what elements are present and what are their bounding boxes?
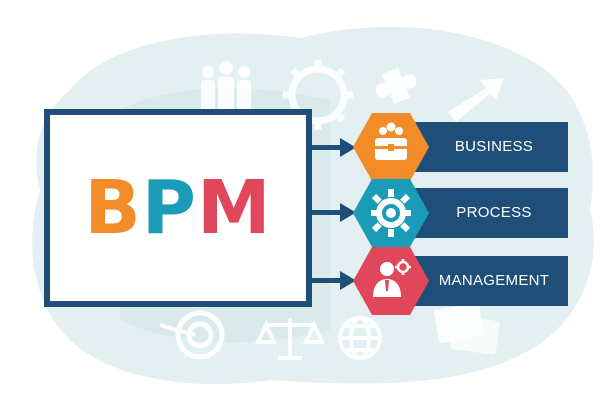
manager-icon	[373, 259, 411, 297]
acronym-box: BPM	[44, 109, 312, 307]
briefcase-icon	[375, 122, 407, 160]
hexagon-business	[353, 113, 429, 181]
gear-icon	[371, 189, 411, 237]
hexagon-management	[353, 247, 429, 315]
row-label-process: PROCESS	[456, 204, 532, 221]
row-label-business: BUSINESS	[454, 138, 534, 155]
hexagon-process	[353, 179, 429, 247]
globe-icon	[338, 316, 382, 360]
row-label-management: MANAGEMENT	[438, 272, 550, 289]
documents-icon	[433, 302, 500, 355]
acronym-letter-m: M	[197, 165, 272, 251]
acronym-letter-p: P	[141, 165, 197, 251]
scales-icon	[254, 318, 326, 360]
puzzle-icon	[375, 68, 417, 104]
gear-outline-icon	[283, 60, 353, 130]
acronym-text: BPM	[50, 163, 306, 253]
team-icon	[201, 61, 251, 111]
connector-arrows	[312, 138, 356, 290]
acronym-letter-b: B	[84, 165, 142, 251]
target-icon	[159, 310, 225, 360]
arrow-up-icon	[448, 78, 504, 122]
